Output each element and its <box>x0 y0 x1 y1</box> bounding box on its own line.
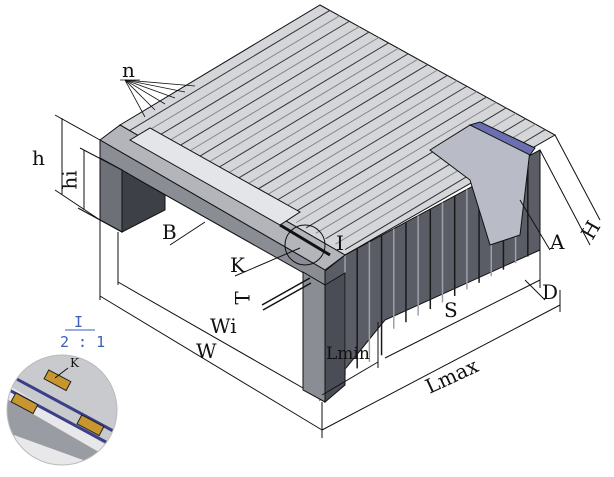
detail-scale: 2 : 1 <box>60 333 106 351</box>
label-T: T <box>230 291 255 305</box>
detail-ref: I <box>74 313 84 331</box>
fold-line <box>149 20 350 142</box>
fold-line <box>207 53 409 175</box>
label-Lmin: Lmin <box>326 344 370 364</box>
fold-line <box>129 9 331 131</box>
fold-line <box>286 96 487 218</box>
label-B: B <box>162 220 177 244</box>
label-I: I <box>336 231 344 255</box>
label-Wi: Wi <box>210 314 237 338</box>
right-leg <box>302 271 326 403</box>
fold-line <box>217 58 419 180</box>
detail-view-I <box>7 355 117 465</box>
label-W: W <box>196 339 217 363</box>
fold-line <box>158 26 360 148</box>
label-A: A <box>550 230 565 254</box>
detail-callout-K: K <box>70 356 79 370</box>
label-hi: hi <box>57 170 82 190</box>
label-K: K <box>230 253 245 277</box>
label-S: S <box>444 298 458 322</box>
fold-line <box>276 91 477 213</box>
fold-line <box>227 64 428 186</box>
label-n: n <box>122 58 135 82</box>
left-leg <box>99 157 123 233</box>
label-D: D <box>542 280 559 304</box>
label-h: h <box>32 146 45 170</box>
rear-frame-blue <box>468 121 536 156</box>
detail-circle-I <box>284 224 326 266</box>
fold-line <box>237 69 438 191</box>
fold-line <box>256 80 458 202</box>
fold-line <box>247 74 448 196</box>
left-leg-inner <box>121 169 166 233</box>
fold-line <box>168 31 370 153</box>
fold-line <box>266 85 468 207</box>
right-leg-side <box>324 272 346 404</box>
fold-line <box>178 37 380 158</box>
fold-line <box>188 42 389 164</box>
fold-line <box>198 47 399 169</box>
fold-line <box>139 15 340 137</box>
plate-B <box>129 127 301 226</box>
fold-line <box>295 102 497 223</box>
